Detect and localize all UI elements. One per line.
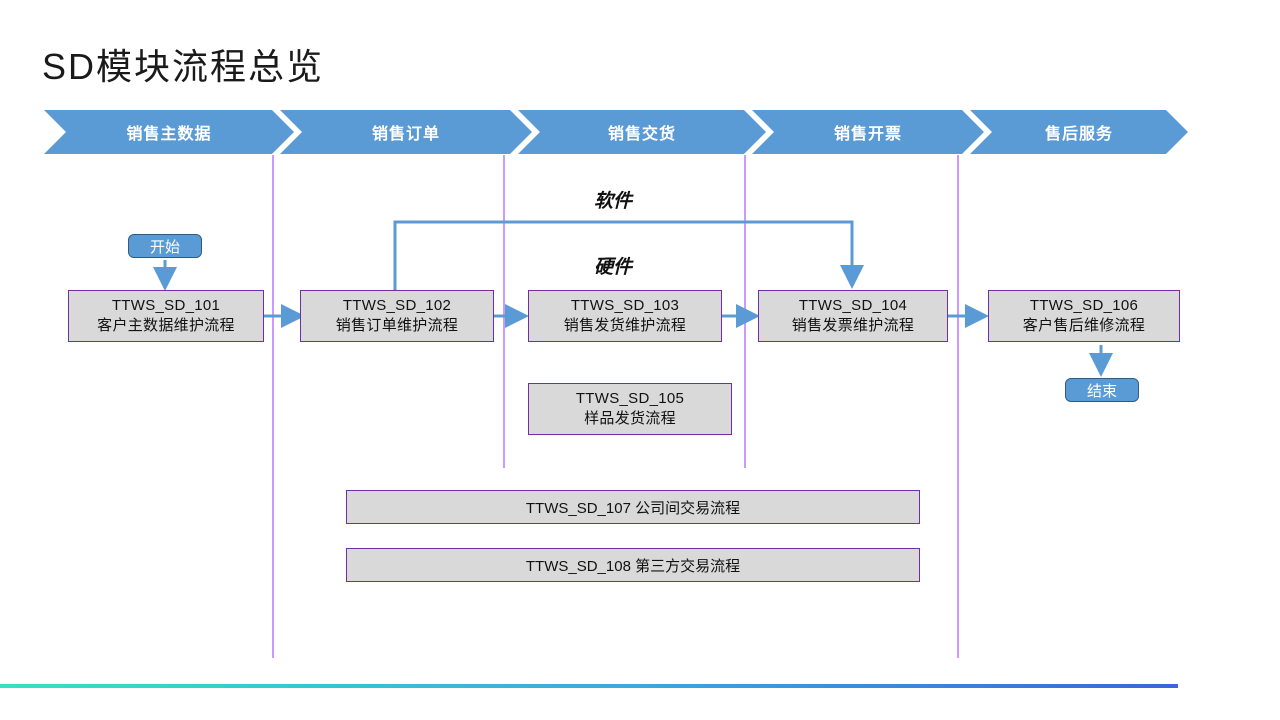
phase-chevron-after-sales-service[interactable]: 售后服务 xyxy=(970,110,1188,154)
start-badge-label: 开始 xyxy=(149,238,180,256)
process-code: TTWS_SD_103 xyxy=(570,296,680,314)
phase-label: 销售订单 xyxy=(371,126,440,143)
phase-chevron-sales-delivery[interactable]: 销售交货 xyxy=(518,110,766,154)
process-code: TTWS_SD_105 xyxy=(575,389,685,407)
process-name: 客户售后维修流程 xyxy=(1022,317,1146,334)
phase-chevron-sales-billing[interactable]: 销售开票 xyxy=(752,110,984,154)
process-code: TTWS_SD_102 xyxy=(342,296,452,314)
process-bar-label: TTWS_SD_108 第三方交易流程 xyxy=(525,557,741,575)
phase-banner: 销售主数据 销售订单 销售交货 销售开票 售后服务 xyxy=(44,110,1188,154)
page-title: SD模块流程总览 xyxy=(42,46,325,87)
process-box-ttws-sd-101[interactable]: TTWS_SD_101 客户主数据维护流程 xyxy=(68,290,264,342)
process-box-ttws-sd-106[interactable]: TTWS_SD_106 客户售后维修流程 xyxy=(988,290,1180,342)
start-badge[interactable]: 开始 xyxy=(128,234,202,258)
process-name: 销售发货维护流程 xyxy=(563,317,687,334)
process-name: 销售发票维护流程 xyxy=(791,317,915,334)
lane-divider-3 xyxy=(744,155,746,468)
phase-label: 销售开票 xyxy=(833,126,902,143)
lane-divider-2 xyxy=(503,155,505,468)
process-code: TTWS_SD_106 xyxy=(1029,296,1139,314)
process-code: TTWS_SD_101 xyxy=(111,296,221,314)
phase-chevron-sales-master-data[interactable]: 销售主数据 xyxy=(44,110,294,154)
process-box-ttws-sd-103[interactable]: TTWS_SD_103 销售发货维护流程 xyxy=(528,290,722,342)
phase-label: 售后服务 xyxy=(1044,126,1113,143)
process-box-ttws-sd-104[interactable]: TTWS_SD_104 销售发票维护流程 xyxy=(758,290,948,342)
process-box-ttws-sd-102[interactable]: TTWS_SD_102 销售订单维护流程 xyxy=(300,290,494,342)
process-bar-ttws-sd-108[interactable]: TTWS_SD_108 第三方交易流程 xyxy=(346,548,920,582)
lane-divider-1 xyxy=(272,155,274,658)
end-badge[interactable]: 结束 xyxy=(1065,378,1139,402)
process-code: TTWS_SD_104 xyxy=(798,296,908,314)
footer-gradient-rule xyxy=(0,684,1178,688)
branch-label-software: 软件 xyxy=(594,191,633,212)
lane-divider-4 xyxy=(957,155,959,658)
phase-chevron-sales-order[interactable]: 销售订单 xyxy=(280,110,532,154)
process-name: 客户主数据维护流程 xyxy=(97,317,235,334)
process-bar-label: TTWS_SD_107 公司间交易流程 xyxy=(525,499,741,517)
phase-label: 销售主数据 xyxy=(126,126,212,143)
process-name: 样品发货流程 xyxy=(584,410,676,427)
process-bar-ttws-sd-107[interactable]: TTWS_SD_107 公司间交易流程 xyxy=(346,490,920,524)
phase-label: 销售交货 xyxy=(607,126,676,143)
end-badge-label: 结束 xyxy=(1086,382,1117,400)
branch-label-hardware: 硬件 xyxy=(594,257,633,278)
process-box-ttws-sd-105[interactable]: TTWS_SD_105 样品发货流程 xyxy=(528,383,732,435)
process-name: 销售订单维护流程 xyxy=(335,317,459,334)
